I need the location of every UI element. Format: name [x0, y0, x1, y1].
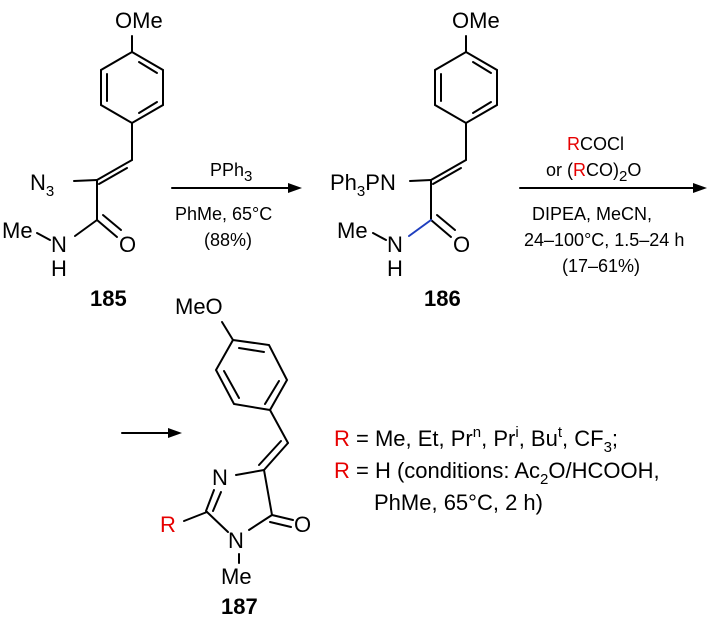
compound-number-185: 185 — [90, 286, 127, 311]
step1-conditions: PPh3 PhMe, 65°C (88%) — [171, 160, 302, 250]
benzene-ring-187 — [214, 321, 289, 412]
carbonyl-oxygen-185: O — [119, 232, 136, 257]
n-methyl-label-185: Me — [2, 218, 33, 243]
compound-number-186: 186 — [424, 286, 461, 311]
compound-185: OMe N3 O N H Me 185 — [2, 8, 164, 311]
benzene-ring-185 — [100, 35, 164, 125]
compound-187: MeO N O N Me R 187 — [160, 294, 311, 619]
r-substituent-187: R — [160, 512, 176, 537]
methoxy-label-186: OMe — [452, 8, 500, 33]
step1-solvent: PhMe, 65°C — [175, 204, 272, 224]
alkene-bond-185 — [96, 159, 133, 181]
legend-line-1: R = Me, Et, Prn, Pri, But, CF3; — [334, 424, 618, 456]
step2-conditions: RCOCl or (RCO)2O DIPEA, MeCN, 24–100°C, … — [519, 134, 707, 276]
step1-yield: (88%) — [204, 230, 252, 250]
legend-line-2: R = H (conditions: Ac2O/HCOOH, — [334, 458, 660, 488]
amide-n-186: N — [387, 232, 403, 257]
step1-reagent: PPh3 — [210, 160, 252, 185]
ring-n-methyl-187: N — [228, 528, 244, 553]
substituent-legend: R = Me, Et, Prn, Pri, But, CF3; R = H (c… — [334, 424, 660, 515]
step2-reagent-acyl-chloride: RCOCl — [567, 134, 624, 154]
compound-number-187: 187 — [221, 594, 258, 619]
ring-nitrogen-187: N — [212, 465, 228, 490]
step2-reagent-anhydride: or (RCO)2O — [546, 160, 641, 185]
step2-base-solvent: DIPEA, MeCN, — [532, 204, 652, 224]
n-methyl-label-186: Me — [337, 218, 368, 243]
n-methyl-label-187: Me — [221, 564, 252, 589]
azide-label-185: N3 — [30, 170, 54, 200]
acyl-bond-highlight — [408, 219, 432, 237]
amide-h-185: H — [51, 256, 67, 281]
continuation-arrow — [121, 428, 182, 438]
step2-temperature-time: 24–100°C, 1.5–24 h — [524, 230, 684, 250]
carbonyl-oxygen-186: O — [453, 232, 470, 257]
compound-186: OMe Ph3PN O N H Me 186 — [330, 8, 500, 311]
methoxy-label-185: OMe — [115, 8, 163, 33]
alkene-bond-186 — [430, 159, 467, 181]
benzene-ring-186 — [434, 35, 498, 125]
iminophosphorane-label-186: Ph3PN — [330, 170, 396, 200]
methoxy-label-187: MeO — [175, 294, 223, 319]
amide-n-185: N — [51, 232, 67, 257]
carbonyl-oxygen-187: O — [294, 512, 311, 537]
legend-line-3: PhMe, 65°C, 2 h) — [374, 490, 543, 515]
step2-yield: (17–61%) — [562, 256, 640, 276]
exocyclic-alkene-187 — [263, 442, 289, 471]
amide-h-186: H — [387, 256, 403, 281]
